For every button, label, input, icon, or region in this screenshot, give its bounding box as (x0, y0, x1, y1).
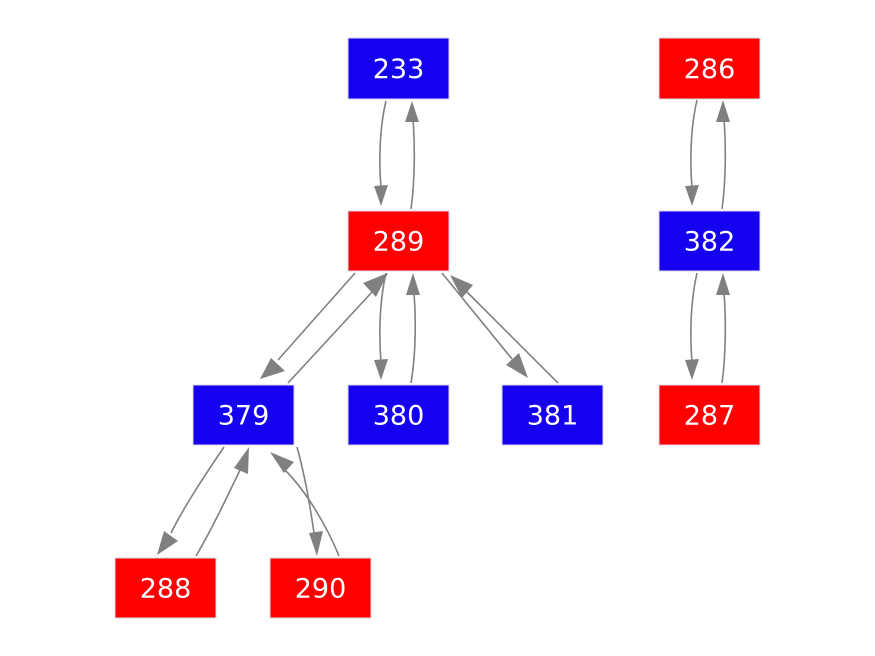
node-label: 380 (373, 401, 425, 432)
arrow-head-icon (506, 353, 528, 378)
edge-379-to-290[interactable] (296, 446, 323, 556)
edge-line (284, 469, 340, 557)
edge-line (296, 446, 315, 534)
node-box (269, 557, 372, 619)
arrow-head-icon (309, 531, 323, 556)
node-286[interactable]: 286 (658, 37, 761, 100)
node-layer: 233 286 289 382 379 380 381 287 (114, 37, 761, 619)
node-label: 290 (295, 574, 347, 605)
edge-line (441, 272, 513, 360)
node-label: 381 (527, 401, 579, 432)
node-label: 287 (684, 401, 736, 432)
node-box (658, 37, 761, 100)
node-288[interactable]: 288 (114, 557, 217, 619)
node-box (114, 557, 217, 619)
arrow-head-icon (260, 358, 285, 379)
arrow-head-icon (374, 359, 388, 380)
edge-290-to-379[interactable] (270, 452, 340, 557)
edge-line (690, 272, 698, 363)
edge-289-to-380[interactable] (374, 272, 388, 380)
arrow-head-icon (406, 273, 420, 295)
arrow-head-icon (234, 447, 249, 474)
edge-line (410, 118, 416, 210)
arrow-head-icon (405, 101, 419, 122)
arrow-head-icon (270, 452, 294, 473)
edge-line (410, 292, 417, 384)
node-box (501, 384, 604, 446)
node-label: 379 (218, 401, 270, 432)
node-box (658, 210, 761, 272)
edge-line (379, 100, 387, 189)
edge-288-to-379[interactable] (195, 447, 249, 557)
node-379[interactable]: 379 (192, 384, 295, 446)
node-label: 286 (684, 54, 736, 85)
edge-line (721, 118, 727, 210)
edge-382-to-286[interactable] (716, 100, 730, 210)
arrow-head-icon (363, 273, 388, 297)
arrow-head-icon (157, 531, 178, 555)
node-label: 382 (684, 227, 736, 258)
arrow-head-icon (716, 273, 730, 295)
node-box (658, 384, 761, 446)
edge-382-to-287[interactable] (685, 272, 699, 380)
node-box (192, 384, 295, 446)
edge-line (287, 291, 373, 384)
edge-line (170, 446, 225, 534)
node-287[interactable]: 287 (658, 384, 761, 446)
edge-289-to-379[interactable] (260, 272, 356, 379)
edge-line (690, 99, 698, 189)
edge-286-to-382[interactable] (685, 99, 699, 206)
edge-line (195, 469, 241, 557)
arrow-head-icon (374, 185, 388, 206)
edge-layer (157, 99, 730, 557)
node-290[interactable]: 290 (269, 557, 372, 619)
node-label: 289 (373, 227, 425, 258)
node-382[interactable]: 382 (658, 210, 761, 272)
edge-379-to-288[interactable] (157, 446, 225, 555)
edge-line (721, 292, 727, 384)
edge-380-to-289[interactable] (406, 273, 420, 384)
node-label: 233 (373, 54, 425, 85)
node-381[interactable]: 381 (501, 384, 604, 446)
edge-381-to-289[interactable] (450, 275, 559, 384)
node-289[interactable]: 289 (347, 210, 450, 272)
node-box (347, 210, 450, 272)
edge-379-to-289[interactable] (287, 273, 388, 384)
node-box (347, 384, 450, 446)
arrow-head-icon (685, 359, 699, 380)
arrow-head-icon (716, 100, 730, 122)
edge-289-to-233[interactable] (405, 101, 419, 210)
edge-line (379, 272, 387, 363)
node-380[interactable]: 380 (347, 384, 450, 446)
arrow-head-icon (450, 275, 473, 298)
node-233[interactable]: 233 (347, 37, 450, 100)
node-label: 288 (140, 574, 192, 605)
node-box (347, 37, 450, 100)
arrow-head-icon (685, 185, 699, 206)
edge-233-to-289[interactable] (374, 100, 388, 206)
edge-line (466, 291, 559, 384)
edge-287-to-382[interactable] (716, 273, 730, 384)
edge-289-to-381[interactable] (441, 272, 528, 378)
edge-line (277, 272, 356, 361)
